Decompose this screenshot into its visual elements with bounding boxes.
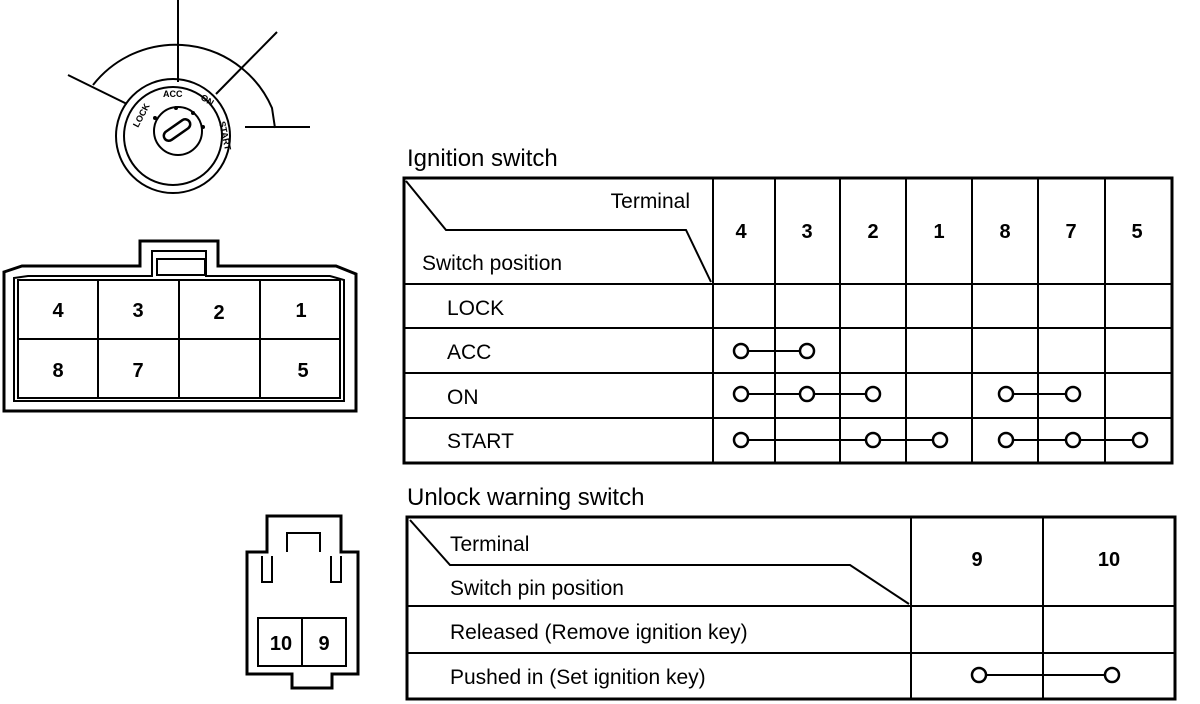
- unlock-warning-connector: 10 9: [245, 514, 360, 690]
- ignition-switch-title: Ignition switch: [407, 145, 558, 172]
- continuity-terminal-dot: [732, 342, 750, 360]
- continuity-terminal-dot: [864, 385, 882, 403]
- ign-pin-2: 2: [213, 302, 224, 324]
- ign-pin-3: 3: [132, 300, 143, 322]
- ign-pin-4: 4: [52, 300, 64, 322]
- ign-pin-1: 1: [295, 300, 306, 322]
- unlock-terminal-9: 9: [971, 549, 982, 571]
- ignition-terminal-5: 5: [1131, 221, 1142, 243]
- on-pointer-line: [215, 31, 278, 95]
- ignition-continuity-links: [732, 342, 1149, 449]
- unlock-table-frame: [405, 515, 1177, 701]
- warning-connector-latch: [286, 532, 321, 552]
- continuity-terminal-dot: [931, 431, 949, 449]
- position-dot: [153, 116, 157, 120]
- connector-housing-outer: [2, 239, 358, 413]
- ignition-terminal-1: 1: [933, 221, 944, 243]
- continuity-terminal-dot: [864, 431, 882, 449]
- ignition-table-frame: [402, 176, 1174, 465]
- warn-pin-10: 10: [270, 633, 292, 655]
- ignition-switch-table: Ignition switch Terminal Switch position…: [402, 145, 1174, 465]
- continuity-terminal-dot: [997, 431, 1015, 449]
- key-position-start: START: [217, 120, 233, 151]
- continuity-terminal-dot: [997, 385, 1015, 403]
- unlock-continuity-links: [970, 666, 1121, 684]
- unlock-header-diagonal: [409, 519, 910, 605]
- unlock-header-switch-pin-position: Switch pin position: [450, 577, 624, 600]
- unlock-terminal-10: 10: [1098, 549, 1120, 571]
- ignition-terminal-8: 8: [999, 221, 1010, 243]
- continuity-terminal-dot: [1064, 431, 1082, 449]
- unlock-warning-title: Unlock warning switch: [407, 484, 644, 511]
- ignition-header-terminal: Terminal: [611, 190, 690, 213]
- connector-latch: [156, 258, 206, 276]
- ignition-row-acc: ACC: [447, 341, 491, 364]
- ign-pin-8: 8: [52, 360, 63, 382]
- key-cylinder-outer-ring: [115, 78, 231, 194]
- unlock-warning-table: Unlock warning switch Terminal Switch pi…: [405, 484, 1177, 701]
- header-diagonal: [405, 180, 712, 283]
- key-cylinder-inner-ring: [123, 86, 223, 186]
- ign-pin-7: 7: [132, 360, 143, 382]
- ignition-terminal-4: 4: [735, 221, 747, 243]
- ignition-row-lock: LOCK: [447, 297, 504, 320]
- continuity-terminal-dot: [1064, 385, 1082, 403]
- warn-pin-9: 9: [318, 633, 329, 655]
- continuity-terminal-dot: [798, 385, 816, 403]
- rotation-arc: [92, 43, 276, 129]
- lock-pointer-line: [67, 74, 128, 105]
- key-cylinder-core: [153, 106, 203, 156]
- continuity-terminal-dot: [970, 666, 988, 684]
- ignition-row-on: ON: [447, 386, 479, 409]
- unlock-header-terminal: Terminal: [450, 533, 529, 556]
- key-position-acc: ACC: [163, 89, 183, 99]
- ignition-terminal-2: 2: [867, 221, 878, 243]
- ignition-switch-connector: 4 3 2 1 8 7 5: [2, 239, 358, 413]
- position-dot: [201, 125, 205, 129]
- ignition-header-switch-position: Switch position: [422, 252, 562, 275]
- unlock-row-pushed-in: Pushed in (Set ignition key): [450, 666, 706, 689]
- key-cylinder: LOCK ACC ON START: [67, 0, 310, 194]
- continuity-terminal-dot: [1131, 431, 1149, 449]
- continuity-terminal-dot: [1103, 666, 1121, 684]
- continuity-terminal-dot: [732, 385, 750, 403]
- ignition-row-start: START: [447, 430, 514, 453]
- unlock-row-released: Released (Remove ignition key): [450, 621, 748, 644]
- position-dot: [191, 111, 195, 115]
- ignition-terminal-7: 7: [1065, 221, 1076, 243]
- key-slot: [162, 118, 192, 142]
- continuity-terminal-dot: [798, 342, 816, 360]
- ignition-terminal-3: 3: [801, 221, 812, 243]
- warning-connector-housing: [245, 514, 360, 690]
- ign-pin-5: 5: [297, 360, 308, 382]
- position-dot: [174, 106, 178, 110]
- continuity-terminal-dot: [732, 431, 750, 449]
